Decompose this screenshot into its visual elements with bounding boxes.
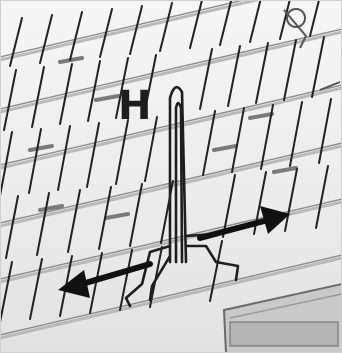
rail-clip bbox=[96, 96, 118, 100]
plate-tine bbox=[210, 241, 222, 301]
plate-tine bbox=[40, 15, 52, 63]
plate-tine bbox=[32, 67, 44, 127]
plate-tine bbox=[285, 169, 297, 231]
plate-tine bbox=[70, 12, 82, 60]
plate-tine bbox=[87, 123, 99, 187]
plate-tine bbox=[200, 49, 212, 109]
arrow-right-shaft bbox=[200, 220, 268, 238]
plate-tine bbox=[58, 126, 70, 190]
plate-tine bbox=[0, 262, 12, 322]
plate-tine bbox=[10, 18, 22, 66]
plate-tine bbox=[250, 0, 262, 42]
plate-tine bbox=[4, 70, 16, 130]
plate-tine bbox=[160, 3, 172, 51]
cutlery-basket bbox=[224, 284, 342, 353]
plate-tine bbox=[190, 0, 202, 48]
plate-tine bbox=[284, 40, 296, 100]
rack-clip bbox=[284, 9, 340, 90]
plate-tine bbox=[30, 259, 42, 319]
plate-tine bbox=[68, 190, 80, 252]
plate-tine bbox=[312, 37, 324, 97]
plate-tine bbox=[232, 108, 244, 172]
plate-tine bbox=[310, 0, 322, 36]
plate-tine bbox=[319, 99, 331, 163]
plate-tine bbox=[316, 166, 328, 228]
rail-clip bbox=[30, 146, 52, 150]
rail-clip bbox=[274, 168, 296, 172]
plate-tine bbox=[280, 0, 292, 39]
rail-clip bbox=[250, 114, 272, 118]
rail-clip bbox=[214, 146, 236, 150]
plate-tine bbox=[116, 120, 128, 184]
arrow-left-shaft bbox=[82, 264, 150, 284]
callout-label: H bbox=[118, 86, 151, 126]
plate-tine bbox=[37, 193, 49, 255]
arrow-left-head bbox=[58, 270, 90, 298]
plate-tine bbox=[6, 196, 18, 258]
plate-tine bbox=[120, 250, 132, 310]
rail-clip bbox=[106, 214, 128, 218]
